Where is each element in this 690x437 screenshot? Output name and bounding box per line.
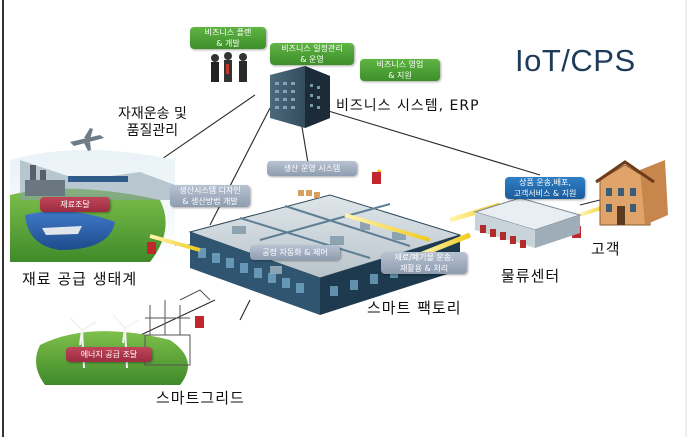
customer-service-box: 상품 운송,배포, 고객서비스 & 지원 (505, 177, 585, 199)
material-procurement-box: 재료조달 (40, 197, 110, 212)
business-plan-line2: & 개발 (216, 39, 240, 48)
recycle-box: 재료/폐기물 운송, 재활용 & 처리 (381, 252, 467, 274)
customer-service-line2: 고객서비스 & 지원 (513, 189, 577, 198)
recycle-line2: 재활용 & 처리 (399, 264, 449, 273)
business-plan-line1: 비즈니스 플랜 (204, 28, 252, 37)
customer-label: 고객 (591, 240, 621, 258)
transport-quality-line2: 품질관리 (126, 123, 179, 139)
supply-ecosystem-label: 재료 공급 생태계 (22, 270, 138, 288)
transport-quality-label: 자재운송 및 품질관리 (118, 106, 187, 140)
business-sales-line1: 비즈니스 영업 (376, 60, 424, 69)
energy-procurement-box: 에너지 공급 조달 (66, 347, 152, 362)
production-design-line1: 생산시스템 디자인 (179, 186, 241, 195)
business-sales-line2: & 지원 (388, 71, 412, 80)
recycle-line1: 재료/폐기물 운송, (394, 253, 454, 262)
business-plan-box: 비즈니스 플랜 & 개발 (190, 27, 266, 49)
transport-quality-line1: 자재운송 및 (118, 106, 187, 122)
business-schedule-box: 비즈니스 일정관리 & 운영 (270, 43, 354, 65)
production-design-box: 생산시스템 디자인 & 생산방법 개발 (170, 185, 250, 207)
business-system-label: 비즈니스 시스템, ERP (336, 98, 480, 114)
business-schedule-line1: 비즈니스 일정관리 (281, 44, 343, 53)
business-schedule-line2: & 운영 (300, 55, 324, 64)
smart-factory-label: 스마트 팩토리 (367, 299, 462, 317)
process-automation-box: 공정 자동화 & 제어 (250, 245, 340, 260)
logistics-center-label: 물류센터 (501, 267, 561, 285)
page-title: IoT/CPS (515, 43, 636, 78)
business-sales-box: 비즈니스 영업 & 지원 (360, 59, 440, 81)
smart-grid-label: 스마트그리드 (156, 389, 245, 407)
production-ops-box: 생산 운영 시스템 (267, 161, 357, 176)
customer-service-line1: 상품 운송,배포, (519, 178, 571, 187)
production-design-line2: & 생산방법 개발 (182, 197, 238, 206)
